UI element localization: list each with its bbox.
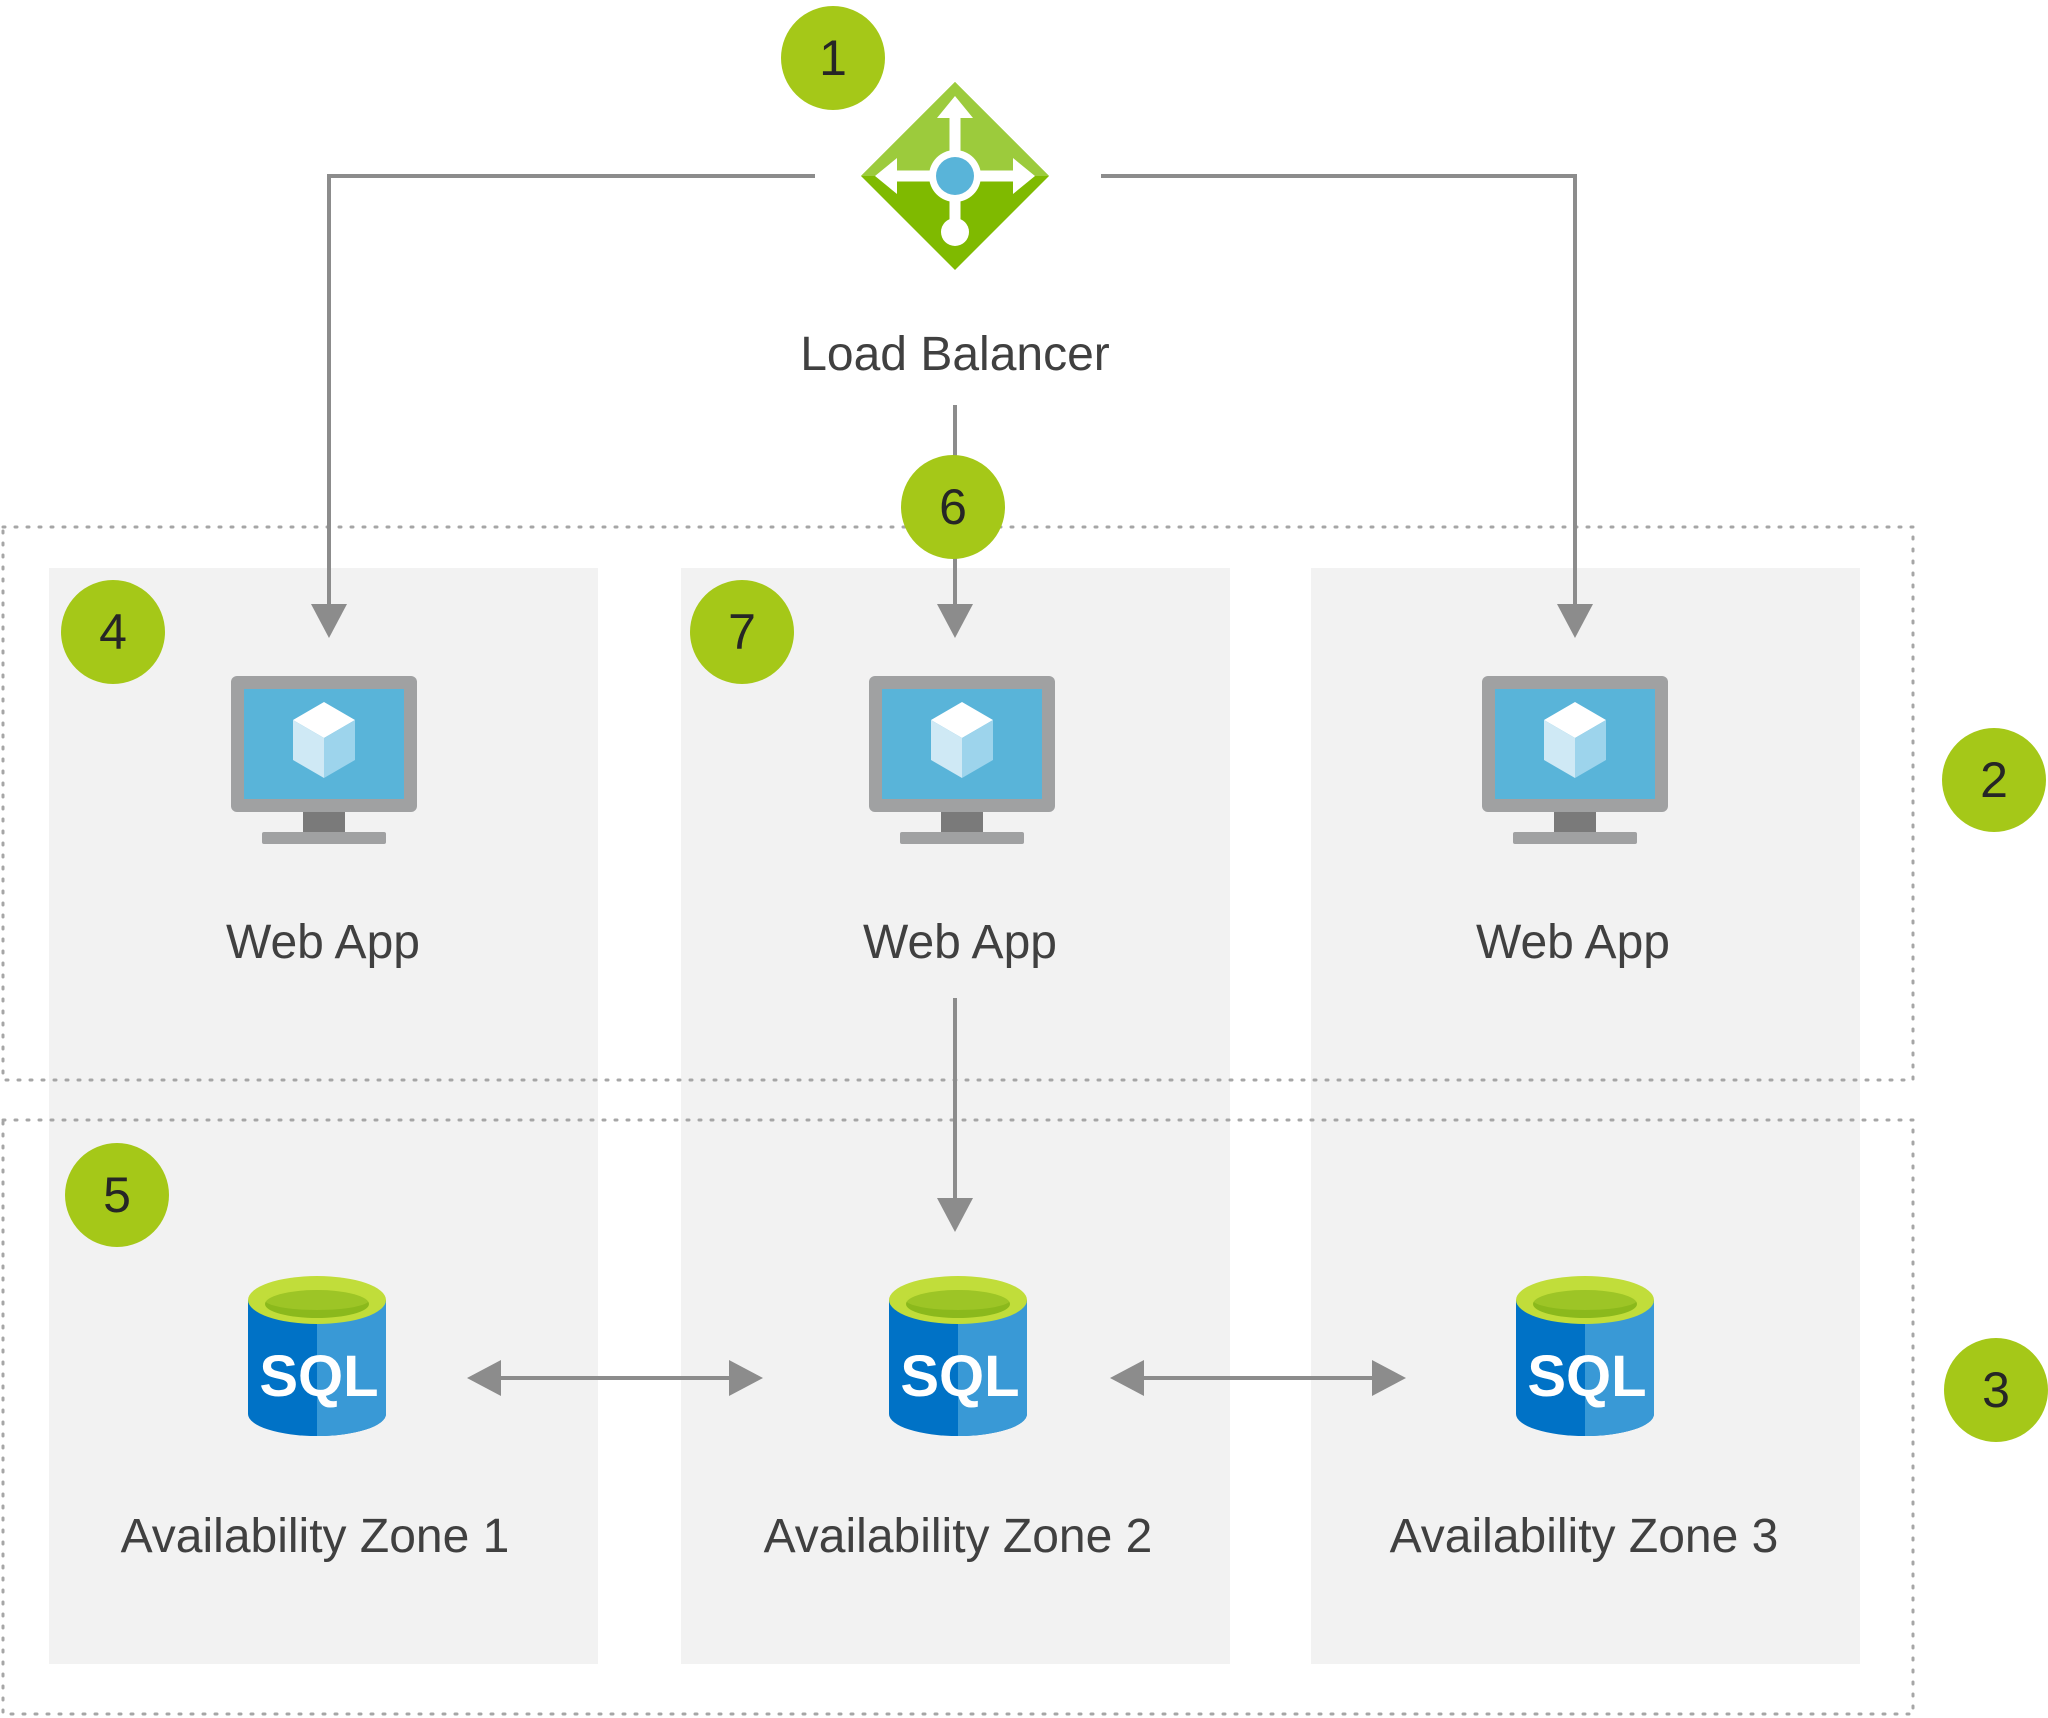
zone-label-3: Availability Zone 3 <box>1390 1510 1779 1563</box>
badge-3-number: 3 <box>1982 1362 2010 1418</box>
web-app-label-3: Web App <box>1476 916 1670 969</box>
sql-icon-text-1: SQL <box>259 1344 378 1409</box>
arrowhead-webapp-2 <box>937 604 973 638</box>
web-tier-boundary <box>1 525 1915 1082</box>
replication-arrowhead-right-2 <box>1372 1360 1406 1396</box>
arrowhead-sql-2 <box>937 1198 973 1232</box>
zone-label-2: Availability Zone 2 <box>764 1510 1153 1563</box>
replication-arrowhead-left-2 <box>1110 1360 1144 1396</box>
connector-lb-to-webapp-1 <box>327 174 815 608</box>
badge-3: 3 <box>1944 1338 2048 1442</box>
badge-2: 2 <box>1942 728 2046 832</box>
arrowhead-webapp-1 <box>311 604 347 638</box>
badge-4-number: 4 <box>99 604 127 660</box>
data-tier-boundary <box>1 1118 1915 1716</box>
connector-lb-to-webapp-3 <box>1101 174 1577 608</box>
zone-label-1: Availability Zone 1 <box>121 1510 510 1563</box>
badge-4: 4 <box>61 580 165 684</box>
load-balancer-label: Load Balancer <box>800 328 1110 381</box>
sql-icon-text-2: SQL <box>900 1344 1019 1409</box>
sql-database-icon: SQL <box>1516 1276 1654 1436</box>
web-app-label-2: Web App <box>863 916 1057 969</box>
replication-arrowhead-left-1 <box>467 1360 501 1396</box>
load-balancer-icon <box>861 82 1049 270</box>
badge-2-number: 2 <box>1980 752 2008 808</box>
badge-7-number: 7 <box>728 604 756 660</box>
web-app-label-1: Web App <box>226 916 420 969</box>
badge-5: 5 <box>65 1143 169 1247</box>
badge-6: 6 <box>901 455 1005 559</box>
badge-7: 7 <box>690 580 794 684</box>
badge-5-number: 5 <box>103 1167 131 1223</box>
replication-arrowhead-right-1 <box>729 1360 763 1396</box>
sql-database-icon: SQL <box>248 1276 386 1436</box>
badge-1-number: 1 <box>819 30 847 86</box>
badge-1: 1 <box>781 6 885 110</box>
badge-6-number: 6 <box>939 479 967 535</box>
sql-database-icon: SQL <box>889 1276 1027 1436</box>
arrowhead-webapp-3 <box>1557 604 1593 638</box>
sql-icon-text-3: SQL <box>1527 1344 1646 1409</box>
